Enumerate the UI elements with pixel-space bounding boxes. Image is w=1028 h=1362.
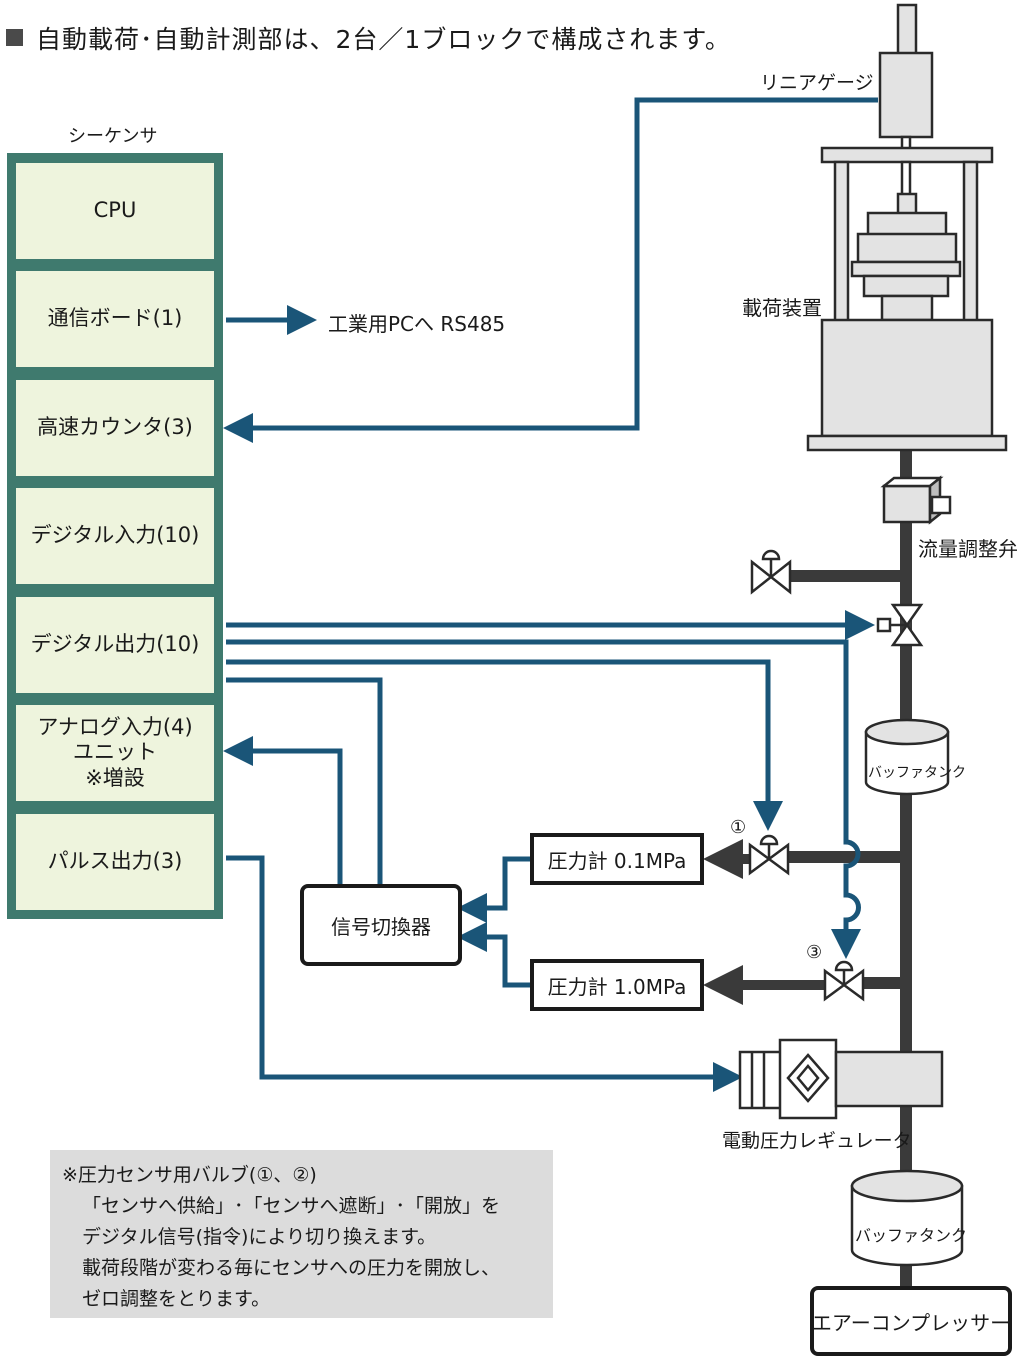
- gauge-high-to-switch-line: [456, 922, 530, 988]
- seq-cell-pulse-output: パルス出力(3): [16, 814, 214, 910]
- linear-gauge-label: リニアゲージ: [760, 72, 874, 94]
- buffer-tank-2-label: バッファタンク: [855, 1226, 968, 1245]
- loading-device: [806, 3, 1008, 452]
- pulse-to-regulator-line: [226, 855, 744, 1092]
- note-line-1: ※圧力センサ用バルブ(①、②): [62, 1164, 317, 1186]
- regulator-label: 電動圧力レギュレータ: [722, 1130, 912, 1152]
- note-box: ※圧力センサ用バルブ(①、②) 「センサへ供給」･「センサへ遮断」･「開放」を …: [50, 1150, 553, 1318]
- signal-lines: [222, 97, 878, 1092]
- sequencer-title: シーケンサ: [68, 126, 158, 147]
- pressure-gauge-high-box: 圧力計 1.0MPa: [530, 959, 704, 1011]
- pc-link-label: 工業用PCへ RS485: [328, 312, 506, 336]
- seq-cell-digital-input: デジタル入力(10): [16, 488, 214, 584]
- loading-device-label: 載荷装置: [742, 296, 822, 320]
- buffer-tank-1-label: バッファタンク: [868, 765, 966, 781]
- page-title: 自動載荷･自動計測部は、2台／1ブロックで構成されます。: [36, 25, 731, 54]
- compressor-box: エアーコンプレッサー: [810, 1286, 1012, 1356]
- note-line-5: ゼロ調整をとります。: [82, 1288, 271, 1310]
- seq-cell-comm-board: 通信ボード(1): [16, 271, 214, 367]
- seq-cell-cpu: CPU: [16, 163, 214, 259]
- header-square-icon: [6, 29, 23, 46]
- note-line-3: デジタル信号(指令)により切り換えます。: [82, 1226, 437, 1248]
- note-line-2: 「センサへ供給」･「センサへ遮断」･「開放」を: [82, 1195, 501, 1217]
- regulator: [738, 1038, 944, 1120]
- flow-valve-body: [880, 475, 952, 525]
- dout-to-valve1-line: [226, 659, 783, 832]
- seq-cell-analog-input: アナログ入力(4) ユニット ※増設: [16, 705, 214, 801]
- seq-cell-digital-output: デジタル出力(10): [16, 597, 214, 693]
- valve-3-label: ③: [806, 942, 823, 963]
- side-valve: [750, 549, 792, 595]
- switch-to-ain-line: [222, 736, 343, 884]
- flow-valve-label: 流量調整弁: [918, 537, 1018, 561]
- valve-1-label: ①: [730, 817, 747, 838]
- valve-3: [823, 960, 865, 1002]
- buffer-tank-1: [864, 718, 950, 796]
- air-pipe: [782, 450, 912, 1290]
- dout-to-switch-line: [226, 677, 383, 884]
- valve-1: [748, 834, 790, 876]
- linear-gauge-line: [222, 97, 878, 443]
- note-line-4: 載荷段階が変わる毎にセンサへの圧力を開放し、: [82, 1257, 501, 1279]
- gauge-low-to-switch-line: [456, 856, 530, 923]
- pressure-gauge-low-box: 圧力計 0.1MPa: [530, 833, 704, 885]
- signal-switch-box: 信号切換器: [300, 884, 462, 966]
- buffer-tank-2: [850, 1169, 964, 1267]
- solenoid-valve: [876, 603, 924, 647]
- seq-cell-high-speed-counter: 高速カウンタ(3): [16, 380, 214, 476]
- dout-to-valve3-line: [226, 639, 861, 960]
